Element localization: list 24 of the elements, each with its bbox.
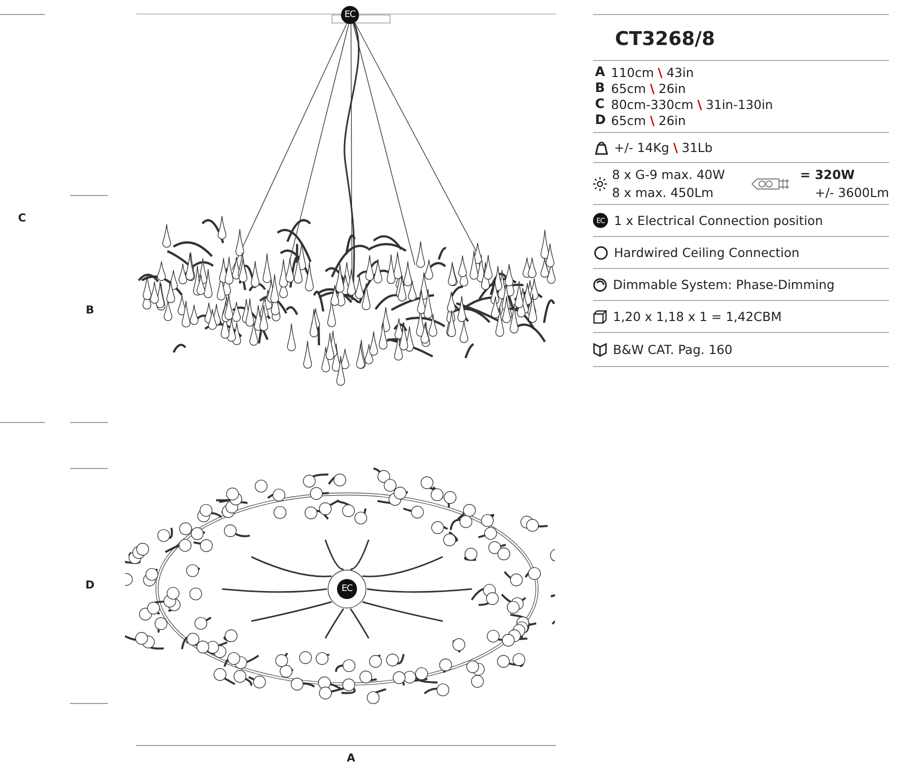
lamp-spec: 8 x max. 450Lm	[612, 185, 714, 200]
dimension-value: 65cm \ 26in	[611, 113, 687, 128]
total-power: = 320W	[800, 167, 855, 182]
dimension-key: C	[595, 97, 611, 112]
lamp-spec: 8 x G-9 max. 40W	[612, 167, 725, 182]
weight-value: +/- 14Kg \ 31Lb	[614, 140, 713, 155]
dimension-value: 110cm \ 43in	[611, 65, 695, 80]
dimension-key: D	[595, 113, 611, 128]
dimension-letter: C	[18, 212, 26, 224]
ceiling-connection-note: Hardwired Ceiling Connection	[614, 245, 800, 260]
dimension-key: B	[595, 81, 611, 96]
dimension-key: A	[595, 65, 611, 80]
connection-badge: EC	[341, 6, 359, 24]
dimension-letter: B	[86, 304, 94, 316]
dimming-note: Dimmable System: Phase-Dimming	[613, 277, 835, 292]
total-lumen: +/- 3600Lm	[814, 185, 889, 200]
catalog-reference: B&W CAT. Pag. 160	[613, 342, 732, 357]
product-code: CT3268/8	[593, 15, 889, 61]
connection-note: 1 x Electrical Connection position	[614, 213, 823, 228]
packing-volume: 1,20 x 1,18 x 1 = 1,42CBM	[613, 309, 782, 324]
dimension-value: 80cm-330cm \ 31in-130in	[611, 97, 774, 112]
dimension-letter: A	[346, 752, 356, 764]
dimension-letter: D	[85, 580, 95, 590]
dimension-value: 65cm \ 26in	[611, 81, 687, 96]
